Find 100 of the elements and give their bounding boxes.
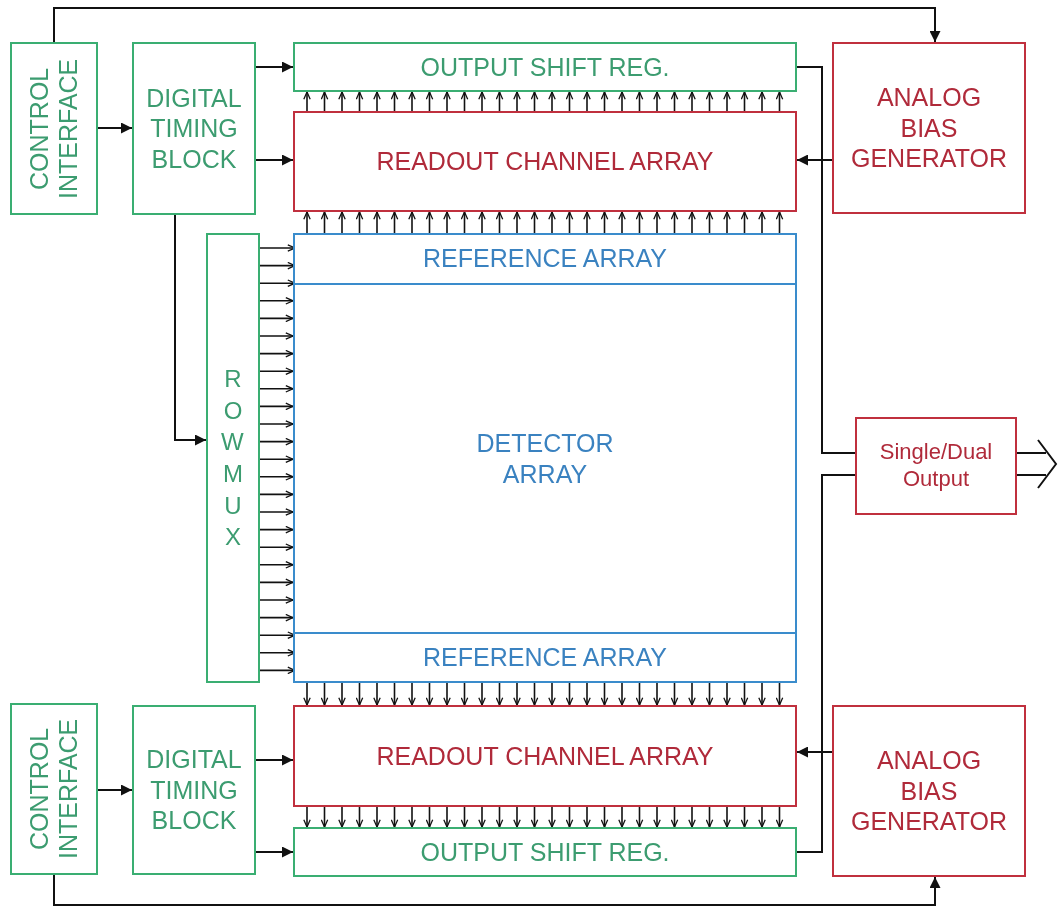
- arrow: [303, 682, 311, 706]
- arrow: [460, 682, 469, 706]
- block-label: CONTROL INTERFACE: [25, 57, 83, 201]
- arrow: [565, 211, 574, 234]
- block-label: ANALOG BIAS GENERATOR: [849, 82, 1008, 174]
- arrow: [723, 806, 731, 828]
- arrow: [259, 543, 294, 552]
- arrow: [259, 596, 294, 604]
- arrow: [338, 211, 346, 234]
- arrow: [583, 211, 591, 234]
- arrow: [723, 682, 731, 706]
- arrow: [259, 525, 294, 534]
- arrow: [758, 91, 766, 112]
- arrow: [408, 806, 416, 828]
- arrow: [355, 806, 364, 828]
- arrow: [635, 806, 644, 828]
- arrow: [600, 91, 609, 112]
- arrow: [653, 211, 661, 234]
- arrow: [259, 560, 294, 569]
- arrow: [583, 682, 591, 706]
- block-label: REFERENCE ARRAY: [423, 242, 667, 274]
- arrow: [478, 806, 486, 828]
- arrow: [565, 682, 574, 706]
- row-mux-block: [206, 233, 260, 683]
- arrow: [97, 122, 133, 134]
- arrow: [320, 91, 329, 112]
- connector-line: [796, 66, 856, 454]
- array-frame: [293, 233, 797, 683]
- arrow: [259, 472, 294, 481]
- block-label: DIGITAL TIMING BLOCK: [145, 82, 243, 175]
- arrow: [373, 91, 381, 112]
- arrow: [373, 682, 381, 706]
- arrow: [373, 211, 381, 234]
- arrow: [495, 682, 504, 706]
- arrow: [796, 746, 833, 758]
- block-label: READOUT CHANNEL ARRAY: [376, 146, 714, 177]
- connector-line: [796, 474, 856, 853]
- arrow: [688, 91, 696, 112]
- arrow: [495, 91, 504, 112]
- arrow: [688, 211, 696, 234]
- arrow: [530, 806, 539, 828]
- arrow: [723, 91, 731, 112]
- arrow: [670, 211, 679, 234]
- arrow: [618, 211, 626, 234]
- arrow: [775, 682, 784, 706]
- arrow: [548, 211, 556, 234]
- arrow: [390, 211, 399, 234]
- arrow: [495, 211, 504, 234]
- arrow: [259, 666, 296, 675]
- arrow: [670, 806, 679, 828]
- arrow: [320, 682, 329, 706]
- block-label: DETECTOR ARRAY: [475, 428, 615, 489]
- arrow: [443, 91, 451, 112]
- arrow: [583, 91, 591, 112]
- arrow: [495, 806, 504, 828]
- arrow: [635, 682, 644, 706]
- arrow: [259, 244, 296, 252]
- arrow: [583, 806, 591, 828]
- arrow: [513, 211, 521, 234]
- arrow: [513, 91, 521, 112]
- arrow: [775, 91, 784, 112]
- arrow: [320, 211, 329, 234]
- arrow: [408, 91, 416, 112]
- arrow: [259, 631, 296, 640]
- arrow: [460, 211, 469, 234]
- arrow: [259, 613, 294, 622]
- arrow: [740, 806, 749, 828]
- arrow: [259, 279, 296, 288]
- arrow: [705, 682, 714, 706]
- arrow: [775, 806, 784, 828]
- arrow: [443, 682, 451, 706]
- arrow: [460, 91, 469, 112]
- arrow: [705, 211, 714, 234]
- arrow: [259, 455, 294, 464]
- arrow: [653, 91, 661, 112]
- arrow: [259, 296, 294, 305]
- output-arrow: [1016, 439, 1058, 489]
- arrow: [303, 211, 311, 234]
- arrow: [565, 806, 574, 828]
- arrow: [758, 211, 766, 234]
- block-label: READOUT CHANNEL ARRAY: [376, 740, 714, 772]
- block-label: ROW MUX: [221, 364, 245, 553]
- arrow: [443, 806, 451, 828]
- arrow: [530, 211, 539, 234]
- arrow: [548, 806, 556, 828]
- arrow: [425, 211, 434, 234]
- arrow: [478, 211, 486, 234]
- arrow: [259, 490, 294, 499]
- arrow: [775, 211, 784, 234]
- arrow: [635, 211, 644, 234]
- arrow: [425, 91, 434, 112]
- arrow: [796, 154, 833, 166]
- arrow: [259, 367, 294, 376]
- arrow: [259, 437, 294, 446]
- arrow: [425, 806, 434, 828]
- arrow: [259, 420, 294, 428]
- arrow: [390, 682, 399, 706]
- arrow: [338, 91, 346, 112]
- arrow: [259, 402, 294, 411]
- block-label: REFERENCE ARRAY: [423, 642, 667, 673]
